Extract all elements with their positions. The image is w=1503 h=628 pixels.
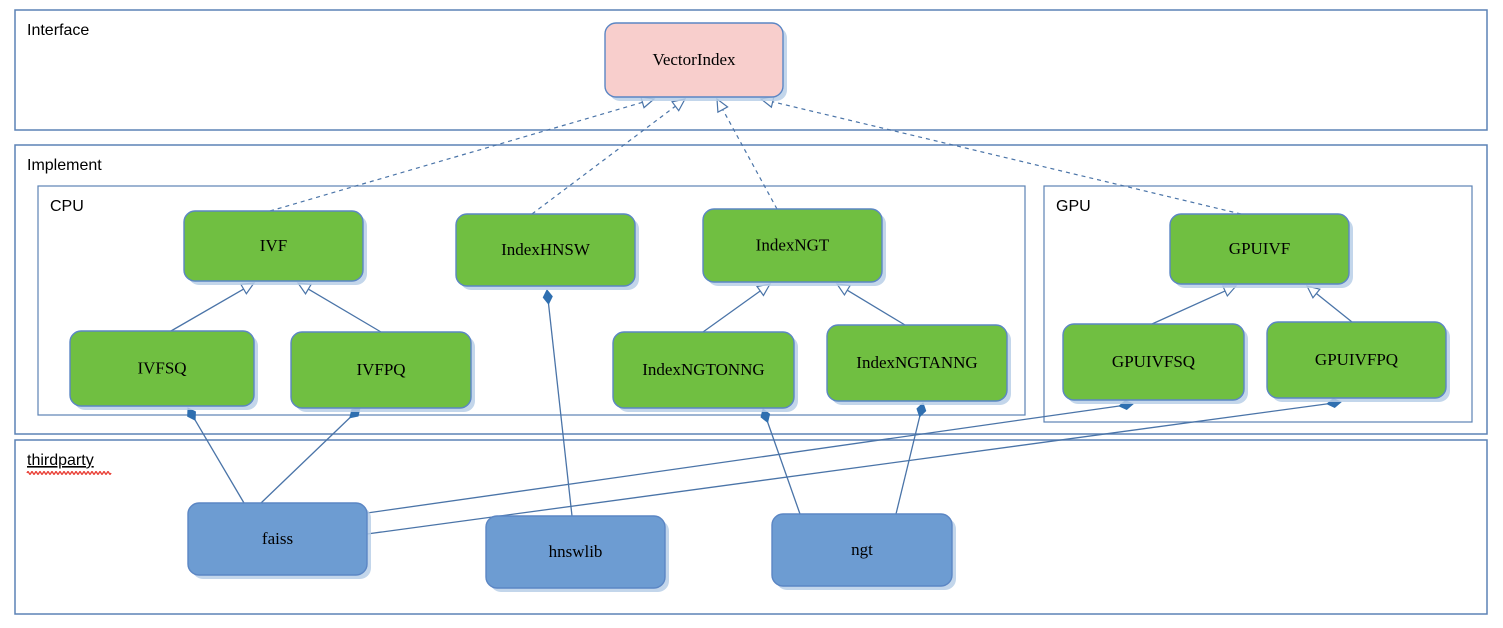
node-label-ivf: IVF (260, 236, 287, 255)
node-rect-ivfpq[interactable] (290, 331, 472, 409)
group-label-interface: Interface (27, 22, 89, 39)
node-rect-vectorindex[interactable] (604, 22, 784, 98)
node-label-faiss: faiss (262, 529, 293, 548)
edge-line-e7 (702, 289, 762, 333)
group-container-cpu: CPU (37, 185, 1026, 416)
composition-diamond-e17 (916, 402, 927, 418)
node-rect-indexngt[interactable] (702, 208, 883, 283)
node-ivf[interactable]: IVF (183, 210, 367, 285)
edge-indexngt-to-vectorindex (716, 97, 778, 210)
node-rect-indexhnsw[interactable] (455, 213, 636, 287)
edge-line-e4 (771, 100, 1242, 215)
group-container-gpu: GPU (1043, 185, 1473, 423)
edge-line-e1 (269, 101, 644, 212)
edge-line-e15 (547, 302, 573, 517)
edge-line-e2 (531, 105, 677, 215)
node-gpuivfsq[interactable]: GPUIVFSQ (1062, 323, 1248, 404)
node-rect-ivfsq[interactable] (69, 330, 255, 407)
composition-diamond-e16 (760, 408, 771, 424)
node-rect-indexngtanng[interactable] (826, 324, 1008, 402)
node-rect-ngt[interactable] (771, 513, 953, 587)
node-hnswlib[interactable]: hnswlib (485, 515, 669, 592)
node-rect-gpuivfpq[interactable] (1266, 321, 1447, 399)
node-rect-indexngtonng[interactable] (612, 331, 795, 409)
group-label-gpu: GPU (1056, 198, 1091, 215)
node-ivfpq[interactable]: IVFPQ (290, 331, 475, 412)
node-rect-hnswlib[interactable] (485, 515, 666, 589)
node-indexhnsw[interactable]: IndexHNSW (455, 213, 639, 290)
group-container-thirdparty: thirdparty (14, 439, 1488, 615)
node-vectorindex[interactable]: VectorIndex (604, 22, 787, 101)
node-label-indexhnsw: IndexHNSW (501, 240, 591, 259)
edge-line-e14 (366, 403, 1329, 535)
group-label-implement: Implement (27, 157, 102, 174)
edge-line-e16 (766, 421, 801, 515)
composition-diamond-e15 (542, 289, 553, 305)
node-rect-faiss[interactable] (187, 502, 368, 576)
node-gpuivfpq[interactable]: GPUIVFPQ (1266, 321, 1450, 402)
edge-line-e5 (170, 287, 245, 332)
node-indexngtanng[interactable]: IndexNGTANNG (826, 324, 1011, 405)
node-rect-ivf[interactable] (183, 210, 364, 282)
group-label-thirdparty: thirdparty (27, 452, 94, 469)
group-box-gpu (1043, 185, 1473, 423)
edges-layer (170, 95, 1353, 535)
node-indexngtonng[interactable]: IndexNGTONNG (612, 331, 798, 412)
edge-line-e11 (194, 418, 245, 504)
node-label-ivfpq: IVFPQ (356, 360, 405, 379)
edge-line-e9 (1151, 289, 1227, 325)
inheritance-arrowhead-e3 (716, 97, 729, 114)
node-label-vectorindex: VectorIndex (652, 50, 736, 69)
group-box-cpu (37, 185, 1026, 416)
spellcheck-underline-thirdparty (26, 471, 112, 475)
edge-line-e12 (260, 416, 352, 504)
node-gpuivf[interactable]: GPUIVF (1169, 213, 1353, 288)
node-label-indexngtanng: IndexNGTANNG (856, 353, 977, 372)
group-box-thirdparty (14, 439, 1488, 615)
node-label-ngt: ngt (851, 540, 873, 559)
node-rect-gpuivfsq[interactable] (1062, 323, 1245, 401)
node-label-hnswlib: hnswlib (549, 542, 603, 561)
edge-line-e17 (895, 415, 921, 515)
composition-diamond-e11 (187, 407, 196, 421)
edge-faiss-to-ivfsq (187, 407, 245, 504)
node-indexngt[interactable]: IndexNGT (702, 208, 886, 286)
node-ngt[interactable]: ngt (771, 513, 956, 590)
edge-ngt-to-indexngtanng (895, 402, 927, 515)
edge-line-e3 (721, 108, 778, 210)
edge-line-e13 (366, 405, 1121, 514)
group-label-cpu: CPU (50, 198, 84, 215)
node-label-indexngtonng: IndexNGTONNG (642, 360, 764, 379)
node-label-ivfsq: IVFSQ (137, 358, 186, 377)
node-label-gpuivfpq: GPUIVFPQ (1315, 350, 1398, 369)
node-label-indexngt: IndexNGT (756, 235, 830, 254)
node-ivfsq[interactable]: IVFSQ (69, 330, 258, 410)
edge-hnswlib-to-indexhnsw (542, 289, 573, 517)
node-label-gpuivfsq: GPUIVFSQ (1112, 352, 1195, 371)
edge-ngt-to-indexngtonng (760, 408, 801, 515)
edge-line-e10 (1315, 292, 1353, 323)
edge-line-e6 (307, 288, 382, 333)
edge-line-e8 (846, 289, 906, 326)
node-faiss[interactable]: faiss (187, 502, 371, 579)
node-rect-gpuivf[interactable] (1169, 213, 1350, 285)
node-label-gpuivf: GPUIVF (1229, 239, 1290, 258)
